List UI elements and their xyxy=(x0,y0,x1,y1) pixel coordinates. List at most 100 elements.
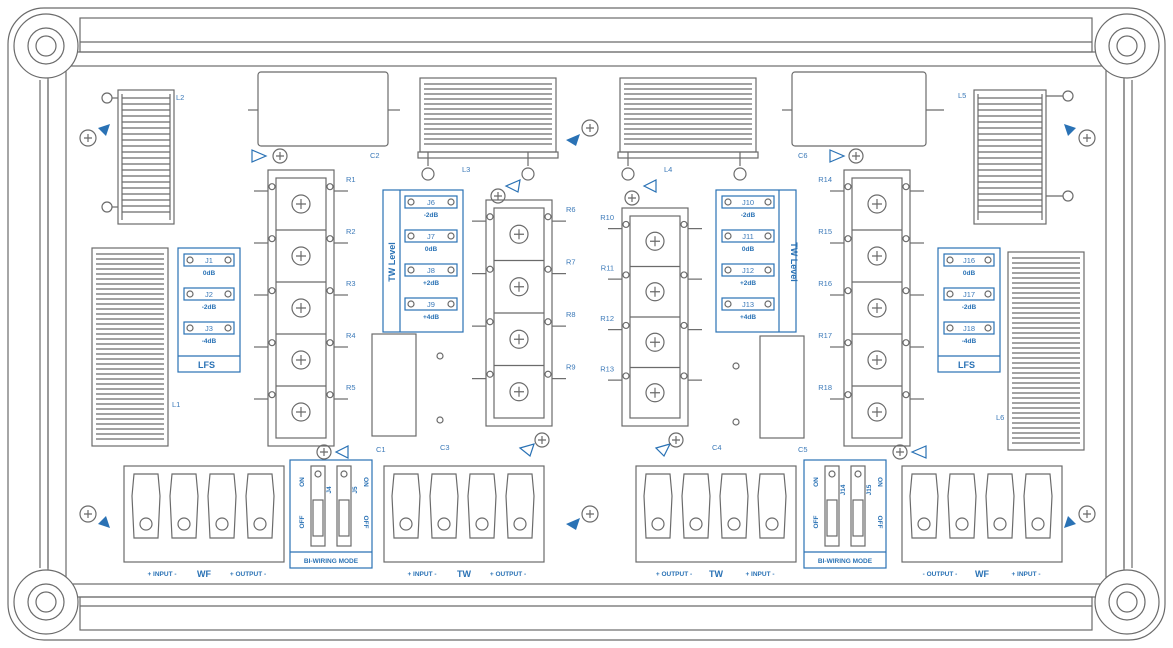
terminal-post[interactable] xyxy=(643,473,673,539)
terminal-name: TW xyxy=(709,569,723,579)
capacitor-c5-label: C5 xyxy=(798,445,808,454)
biwire-left-off-b: OFF xyxy=(362,516,369,529)
lfs-right-title: LFS xyxy=(958,360,975,370)
terminal-block-wf-right: - OUTPUT -WF+ INPUT - xyxy=(901,465,1063,579)
capacitor-c5: C5 xyxy=(759,335,808,454)
terminal-post[interactable] xyxy=(207,473,237,539)
inductor-l3: L3 xyxy=(417,77,559,181)
jumper-level: -2dB xyxy=(741,212,756,219)
tw-right-jumper-j12[interactable]: J12+2dB xyxy=(721,263,775,287)
jumper-id: J16 xyxy=(963,256,975,265)
resistor-label: R9 xyxy=(566,363,576,372)
resistor-label: R2 xyxy=(346,227,356,236)
resistor-label: R4 xyxy=(346,331,356,340)
capacitor-c2-label: C2 xyxy=(370,151,380,160)
inductor-l1: L1 xyxy=(91,247,180,447)
resistor-label: R18 xyxy=(818,383,832,392)
tw-right-jumper-j10[interactable]: J10-2dB xyxy=(721,195,775,219)
tw-left-jumper-j8[interactable]: J8+2dB xyxy=(404,263,458,287)
terminal-post[interactable] xyxy=(391,473,421,539)
capacitor-c1-label: C1 xyxy=(376,445,386,454)
lfs-left-jumper-j2[interactable]: J2-2dB xyxy=(183,287,235,311)
biwiring-left-panel: ON OFF J4 J5 ON OFF BI-WIRING MODE xyxy=(289,459,373,569)
terminal-post[interactable] xyxy=(1023,473,1053,539)
board-frame xyxy=(7,7,1166,641)
jumper-id: J3 xyxy=(205,324,213,333)
terminal-block-tw-left: + INPUT -TW+ OUTPUT - xyxy=(383,465,545,579)
biwire-left-j4: J4 xyxy=(326,486,333,494)
terminal-post[interactable] xyxy=(985,473,1015,539)
tw-left-jumper-j6[interactable]: J6-2dB xyxy=(404,195,458,219)
jumper-id: J6 xyxy=(427,198,435,207)
terminal-post[interactable] xyxy=(169,473,199,539)
jumper-id: J8 xyxy=(427,266,435,275)
jumper-level: 0dB xyxy=(203,270,216,277)
biwire-left-on-b: ON xyxy=(362,477,369,487)
resistor-label: R3 xyxy=(346,279,356,288)
tw-right-jumper-j13[interactable]: J13 +4dB xyxy=(721,297,775,321)
jumper-level: 0dB xyxy=(425,246,438,253)
jumper-id: J13 xyxy=(742,300,754,309)
jumper-id: J9 xyxy=(427,300,435,309)
jumper-id: J11 xyxy=(742,232,754,241)
inductor-l2-label: L2 xyxy=(176,93,184,102)
terminal-block-wf-left: + INPUT -WF+ OUTPUT - xyxy=(123,465,285,579)
biwiring-right-panel: ON OFF J14 J15 ON OFF BI-WIRING MODE xyxy=(803,459,887,569)
jumper-level: -2dB xyxy=(962,304,977,311)
biwire-right-off-a: OFF xyxy=(813,515,820,528)
resistor-label: R17 xyxy=(818,331,832,340)
jumper-level: +4dB xyxy=(423,314,439,321)
resistor-label: R1 xyxy=(346,175,356,184)
resistor-label: R7 xyxy=(566,258,576,267)
biwire-right-off-b: OFF xyxy=(876,516,883,529)
jumper-level: +4dB xyxy=(740,314,756,321)
inductor-l5-label: L5 xyxy=(958,91,966,100)
jumper-level: -4dB xyxy=(962,338,977,345)
terminal-post[interactable] xyxy=(505,473,535,539)
terminal-post[interactable] xyxy=(909,473,939,539)
terminal-post[interactable] xyxy=(429,473,459,539)
inductor-l6-label: L6 xyxy=(996,413,1004,422)
biwire-left-on-a: ON xyxy=(299,477,306,487)
tw-left-jumper-j9[interactable]: J9 +4dB xyxy=(404,297,458,321)
lfs-right-jumper-j18[interactable]: J18 -4dB xyxy=(943,321,995,345)
capacitor-c3-label: C3 xyxy=(440,443,450,452)
jumper-id: J18 xyxy=(963,324,975,333)
corner-screw-bl xyxy=(13,569,79,635)
biwire-right-j15: J15 xyxy=(866,484,873,495)
terminal-post[interactable] xyxy=(719,473,749,539)
biwire-right-j14: J14 xyxy=(840,484,847,495)
terminal-post[interactable] xyxy=(467,473,497,539)
jumper-id: J2 xyxy=(205,290,213,299)
terminal-post[interactable] xyxy=(245,473,275,539)
corner-screw-tl xyxy=(13,13,79,79)
terminal-post[interactable] xyxy=(757,473,787,539)
resistor-label: R12 xyxy=(600,314,614,323)
terminal-name: WF xyxy=(197,569,211,579)
jumper-id: J17 xyxy=(963,290,975,299)
inductor-l2: L2 xyxy=(101,89,184,225)
orientation-markers xyxy=(316,179,927,460)
lfs-left-title: LFS xyxy=(198,360,215,370)
lfs-left-jumper-j3[interactable]: J3-4dB xyxy=(183,321,235,345)
terminal-pre-label: + OUTPUT - xyxy=(656,571,692,578)
lfs-right-jumper-j17[interactable]: J17 -2dB xyxy=(943,287,995,311)
terminal-post-label: + INPUT - xyxy=(1011,571,1040,578)
terminal-post[interactable] xyxy=(681,473,711,539)
terminal-post[interactable] xyxy=(131,473,161,539)
resistor-label: R11 xyxy=(601,264,614,273)
resistor-label: R16 xyxy=(818,279,832,288)
terminal-post[interactable] xyxy=(947,473,977,539)
inductor-l3-label: L3 xyxy=(462,165,470,174)
capacitor-c4: C4 xyxy=(712,362,740,452)
capacitor-c4-label: C4 xyxy=(712,443,722,452)
